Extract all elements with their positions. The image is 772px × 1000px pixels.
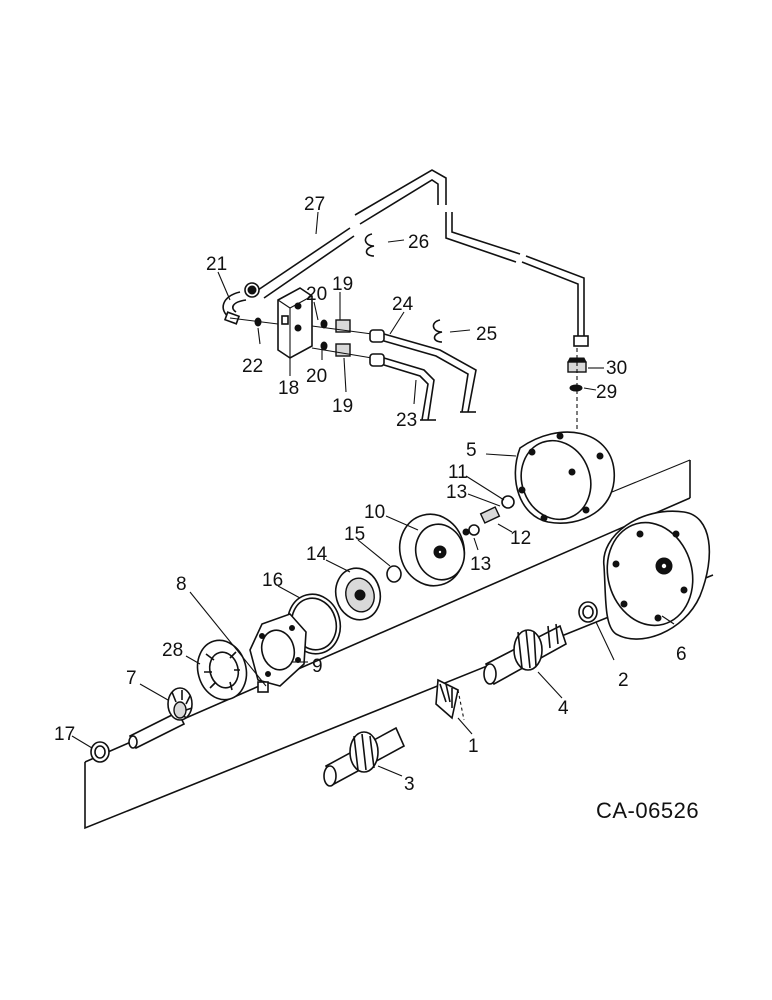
label-part-24: 24	[392, 294, 414, 315]
label-part-7: 7	[126, 668, 137, 689]
clip-26	[364, 233, 375, 257]
fittings-19	[311, 319, 373, 359]
label-part-21: 21	[206, 254, 227, 275]
shaft-7	[128, 687, 193, 750]
gear-1	[435, 678, 465, 721]
shaft-4	[483, 623, 567, 686]
label-part-13-top: 13	[446, 482, 467, 503]
shaft-3	[323, 726, 406, 787]
cover-10	[398, 513, 466, 587]
label-part-30: 30	[606, 358, 627, 379]
label-part-26: 26	[408, 232, 429, 253]
tube-24	[369, 329, 477, 413]
label-part-15: 15	[344, 524, 365, 545]
label-part-12: 12	[510, 528, 531, 549]
label-part-3: 3	[404, 774, 415, 795]
figure-code: CA-06526	[596, 798, 699, 823]
label-part-22: 22	[242, 356, 263, 377]
bearing-14	[334, 567, 382, 621]
label-part-28: 28	[162, 640, 183, 661]
parts-11-12-13	[462, 495, 515, 536]
plate-9	[249, 613, 307, 687]
ring-2	[578, 601, 598, 623]
label-part-20-bottom: 20	[306, 366, 327, 387]
leader-lines	[71, 211, 675, 777]
label-part-19-top: 19	[332, 274, 353, 295]
label-part-1: 1	[468, 736, 479, 757]
valve-block-18	[277, 287, 313, 359]
clip-25	[432, 319, 443, 343]
housing-5	[514, 431, 615, 524]
label-part-27: 27	[304, 194, 325, 215]
hose-27	[244, 169, 447, 299]
hose-right-section	[445, 212, 589, 347]
carrier-28	[196, 639, 248, 701]
label-part-20-top: 20	[306, 284, 327, 305]
label-part-2: 2	[618, 670, 629, 691]
label-part-6: 6	[676, 644, 687, 665]
label-part-8: 8	[176, 574, 187, 595]
ring-17	[90, 741, 110, 763]
label-part-16: 16	[262, 570, 283, 591]
label-part-23: 23	[396, 410, 417, 431]
tube-23	[369, 353, 436, 421]
label-part-11: 11	[448, 462, 468, 483]
label-part-29: 29	[596, 382, 617, 403]
part-labels: 27 26 21 19 20 24 25 22 20 18 19 23 30 2…	[54, 194, 687, 795]
label-part-10: 10	[364, 502, 385, 523]
label-part-14: 14	[306, 544, 328, 565]
label-part-4: 4	[558, 698, 569, 719]
label-part-19-bottom: 19	[332, 396, 353, 417]
label-part-9: 9	[312, 656, 323, 677]
label-part-13-bottom: 13	[470, 554, 491, 575]
label-part-5: 5	[466, 440, 477, 461]
ring-15	[386, 565, 402, 583]
o-ring-29	[569, 348, 583, 432]
label-part-25: 25	[476, 324, 497, 345]
label-part-18: 18	[278, 378, 299, 399]
o-rings-20	[320, 319, 328, 351]
pin-8	[257, 681, 269, 693]
seal-22	[229, 317, 279, 327]
housing-6	[603, 510, 711, 640]
label-part-17: 17	[54, 724, 75, 745]
